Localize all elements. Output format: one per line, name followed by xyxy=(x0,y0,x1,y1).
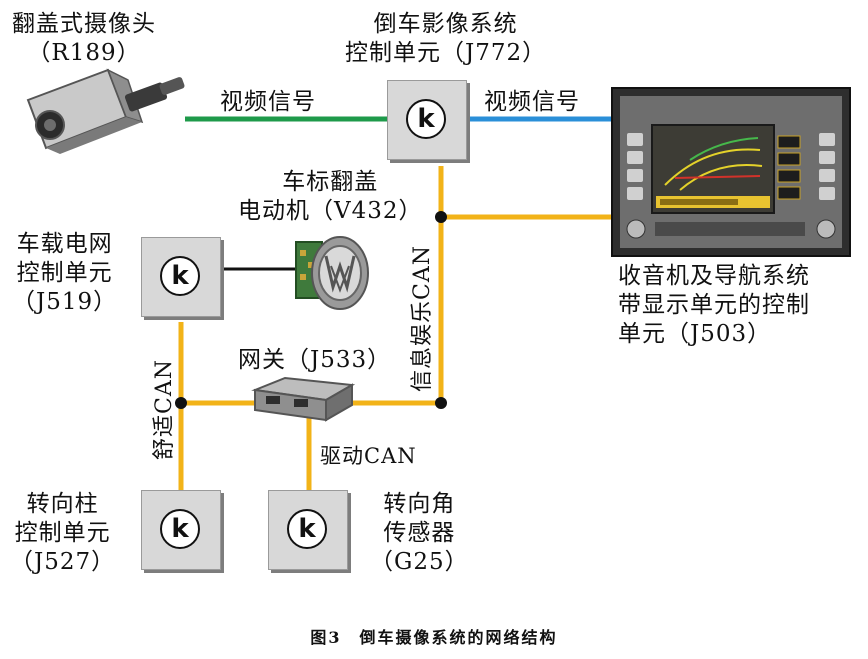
label-camera-r189: 翻盖式摄像头 （R189） xyxy=(12,11,156,66)
ecu-j527: k xyxy=(141,490,221,570)
label-gateway-j533: 网关（J533） xyxy=(238,347,392,373)
ecu-j519: k xyxy=(141,237,221,317)
figure-caption: 图3 倒车摄像系统的网络结构 xyxy=(310,628,558,647)
label-j772: 倒车影像系统 控制单元（J772） xyxy=(345,11,547,66)
junction-dot xyxy=(435,397,447,409)
ecu-symbol-icon: k xyxy=(160,509,200,549)
label-j527: 转向柱 控制单元 （J527） xyxy=(10,491,116,575)
label-motor-v432: 车标翻盖 电动机（V432） xyxy=(238,169,423,224)
ecu-symbol-icon: k xyxy=(160,256,200,296)
ecu-symbol-icon: k xyxy=(406,99,446,139)
ecu-j772: k xyxy=(387,80,467,160)
junction-dot xyxy=(175,397,187,409)
junction-dot xyxy=(435,211,447,223)
label-video-signal-left: 视频信号 xyxy=(220,89,316,115)
gateway-illustration xyxy=(251,376,356,422)
label-j503: 收音机及导航系统 带显示单元的控制 单元（J503） xyxy=(618,263,810,347)
radio-nav-unit xyxy=(611,87,851,257)
ecu-g25: k xyxy=(268,490,348,570)
label-comfort-can: 舒适CAN xyxy=(152,359,177,460)
camera-illustration xyxy=(26,68,185,154)
label-j519: 车载电网 控制单元 （J519） xyxy=(12,231,118,315)
label-infotainment-can: 信息娱乐CAN xyxy=(410,245,435,392)
motor-illustration xyxy=(295,236,369,310)
ecu-symbol-icon: k xyxy=(287,509,327,549)
label-g25: 转向角 传感器 （G25） xyxy=(370,491,469,575)
label-video-signal-right: 视频信号 xyxy=(484,89,580,115)
label-drive-can: 驱动CAN xyxy=(320,444,417,468)
